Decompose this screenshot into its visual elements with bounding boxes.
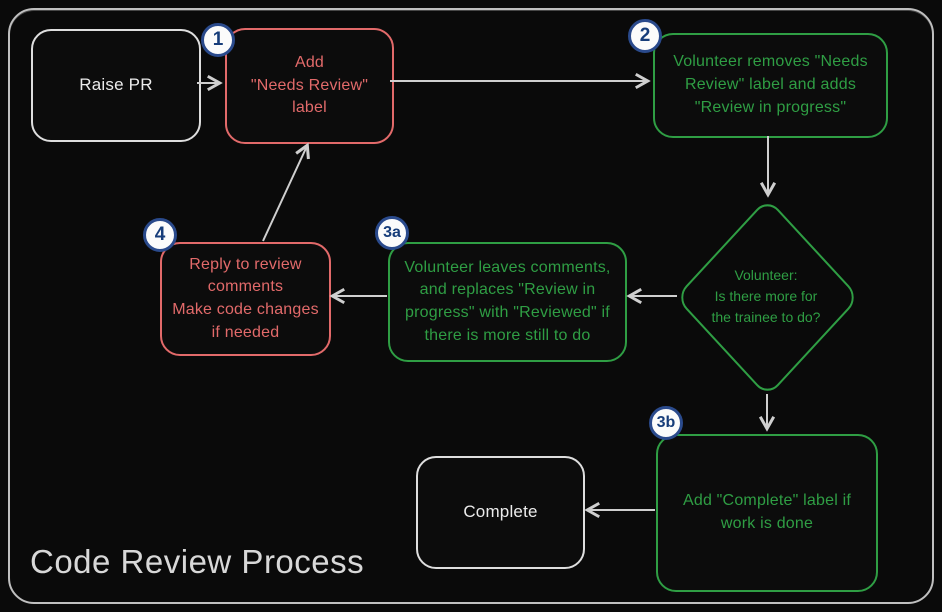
badge-step-2: 2 — [628, 19, 662, 53]
node-step3a-volunteer-comments: Volunteer leaves comments, and replaces … — [388, 242, 627, 362]
badge-step-3b: 3b — [649, 406, 683, 440]
badge-step-3a: 3a — [375, 216, 409, 250]
node-step2-volunteer-removes: Volunteer removes "Needs Review" label a… — [653, 33, 888, 138]
node-raise-pr: Raise PR — [31, 29, 201, 142]
arrow-step4-to-step1 — [262, 146, 307, 242]
node-step1-add-needs-review: Add "Needs Review" label — [225, 28, 394, 144]
badge-step-1: 1 — [201, 23, 235, 57]
node-decision-more-to-do: Volunteer: Is there more for the trainee… — [711, 266, 821, 325]
diagram-frame-border — [8, 8, 934, 604]
badge-step-4: 4 — [143, 218, 177, 252]
diagram-title: Code Review Process — [30, 543, 365, 580]
node-complete: Complete — [416, 456, 585, 569]
node-step4-reply-comments: Reply to review comments Make code chang… — [160, 242, 331, 356]
node-step3b-add-complete: Add "Complete" label if work is done — [656, 434, 878, 592]
